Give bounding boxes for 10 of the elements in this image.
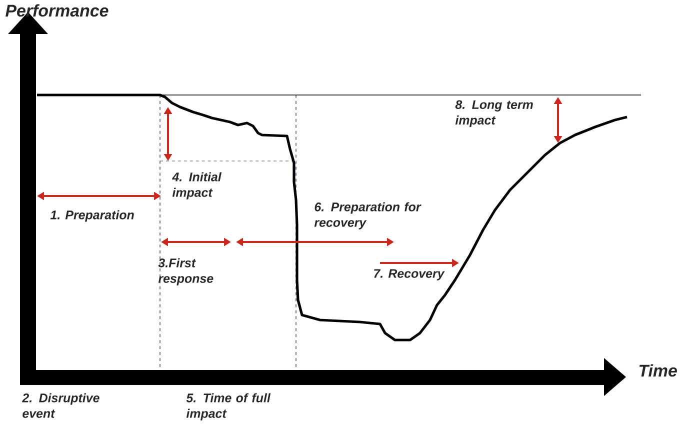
phase-label: 3.First response — [158, 258, 214, 286]
axis-label: Performance — [6, 4, 108, 17]
phase-label: 4. Initial impact — [172, 172, 222, 200]
phase-label: 2. Disruptive event — [22, 393, 100, 418]
axis-label: Time — [639, 364, 677, 377]
phase-label: 8. Long term impact — [455, 100, 533, 128]
phase-label: 7. Recovery — [374, 269, 445, 280]
phase-label: 1. Preparation — [50, 210, 134, 222]
phase-label: 6. Preparation for recovery — [314, 202, 422, 230]
phase-label: 5. Time of full impact — [186, 393, 271, 420]
